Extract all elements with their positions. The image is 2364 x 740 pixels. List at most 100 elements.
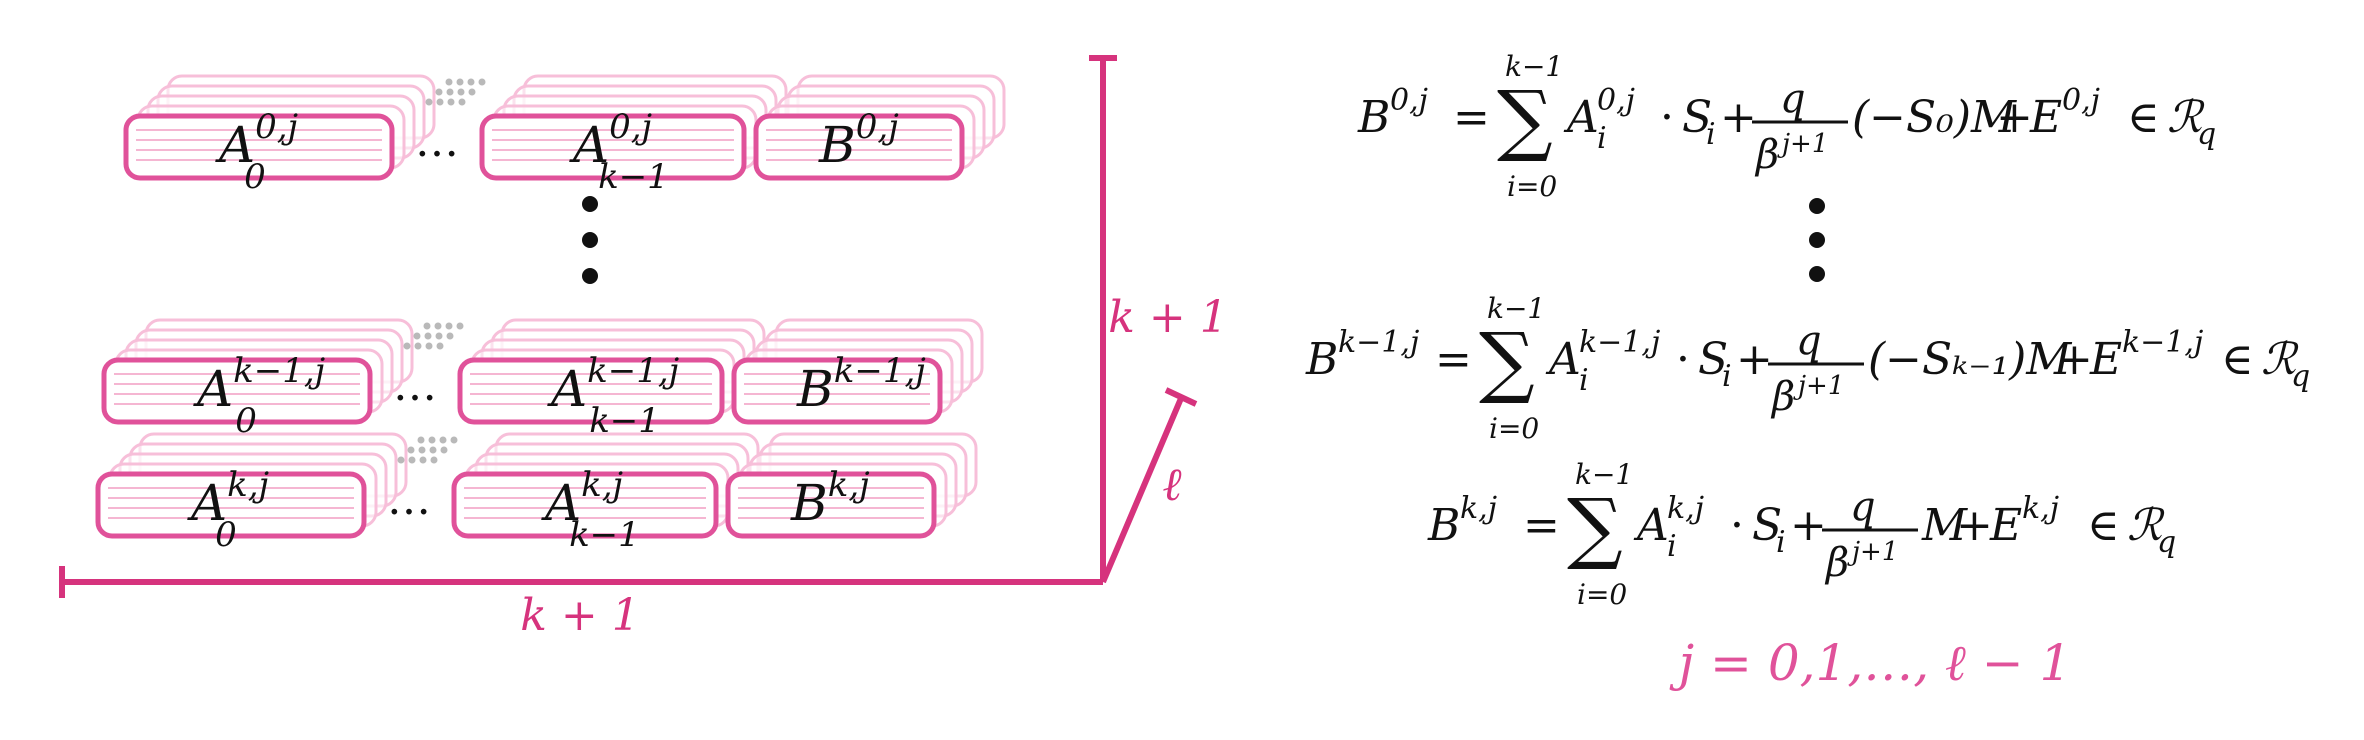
eq-plus: + (1790, 500, 1827, 551)
eq-a-sub: i (1579, 363, 1589, 398)
cell-box (95, 471, 367, 539)
eq-mid-term: (−Sₖ₋₁)M (1868, 334, 2072, 385)
eq-ellipsis-dot (1809, 232, 1825, 248)
connector-dot (417, 436, 425, 444)
eq-lhs-sup: k,j (1460, 491, 1497, 526)
eq-frac-den-sup: j+1 (1777, 129, 1828, 159)
eq-e-base: E (2089, 334, 2122, 385)
eq-sum-upper: k−1 (1487, 292, 1545, 325)
eq-ellipsis-dot (1809, 198, 1825, 214)
eq-e-sup: k−1,j (2122, 325, 2203, 360)
connector-dot (468, 88, 476, 96)
connector-dot (430, 456, 438, 464)
eq-lhs-base: B (1427, 500, 1460, 551)
connector-dot (435, 88, 443, 96)
eq-sum-upper: k−1 (1575, 458, 1633, 491)
eq-in: ∈ (2221, 334, 2254, 385)
eq-mid-term: M (1921, 500, 1968, 551)
eq-lhs-base: B (1305, 334, 1338, 385)
j-range-label: j = 0,1,…, ℓ − 1 (1669, 634, 2072, 692)
eq-s-sub: i (1706, 117, 1716, 152)
h-ellipsis: … (393, 360, 437, 411)
connector-dot (439, 436, 447, 444)
eq-a-sub: i (1667, 529, 1677, 564)
grid-vertical-ellipsis (582, 196, 598, 284)
eq-a-base: A (1563, 92, 1599, 143)
eq-frac-den-sup: j+1 (1847, 537, 1898, 567)
connector-dot (424, 332, 432, 340)
eq-frac-den-sup: j+1 (1793, 371, 1844, 401)
eq-ellipsis-dot (1809, 266, 1825, 282)
eq-s-sub: i (1776, 525, 1786, 560)
depth-axis-line (1100, 394, 1185, 584)
eq-plus-2: + (1956, 500, 1993, 551)
eq-plus-2: + (1996, 92, 2033, 143)
connector-dot (447, 98, 455, 106)
cell-box (101, 357, 373, 425)
dotted-connector (403, 322, 464, 350)
cell-label: Bk−1,j (796, 351, 926, 418)
connector-dot (436, 342, 444, 350)
dotted-connector (425, 78, 486, 106)
connector-dot (407, 446, 415, 454)
eq-equals: = (1453, 92, 1490, 143)
connector-dot (418, 446, 426, 454)
eq-ring-sub: q (2157, 525, 2176, 560)
eq-dot: · (1676, 334, 1690, 385)
eq-lhs-sup: 0,j (1390, 83, 1428, 118)
eq-e-base: E (1989, 500, 2022, 551)
eq-e-sup: 0,j (2062, 83, 2100, 118)
eq-equals: = (1523, 500, 1560, 551)
connector-dot (456, 322, 464, 330)
cell-label: Bk,j (790, 465, 870, 532)
eq-sum-lower: i=0 (1577, 578, 1627, 611)
eq-a-sub: i (1597, 121, 1607, 156)
eq-sum-symbol: ∑ (1497, 75, 1553, 165)
cell-box (731, 357, 943, 425)
eq-a-sup: 0,j (1597, 83, 1635, 118)
eq-equals: = (1435, 334, 1472, 385)
eq-plus: + (1736, 334, 1773, 385)
cell-b-stack: Bk−1,j (731, 318, 984, 425)
connector-dot (456, 78, 464, 86)
connector-dot (414, 342, 422, 350)
cell-label: B0,j (818, 107, 899, 174)
eq-plus-2: + (2056, 334, 2093, 385)
eq-frac-num: q (1780, 76, 1806, 122)
depth-axis-cap (1164, 387, 1198, 407)
eq-dot: · (1730, 500, 1744, 551)
v-ellipsis-dot (582, 268, 598, 284)
eq-a-base: A (1545, 334, 1581, 385)
cell-box (753, 113, 965, 181)
connector-dot (397, 456, 405, 464)
cell-box (725, 471, 937, 539)
connector-dot (457, 88, 465, 96)
v-ellipsis-dot (582, 196, 598, 212)
cell-box (123, 113, 395, 181)
connector-dot (423, 322, 431, 330)
cell-b-stack: B0,j (753, 74, 1006, 181)
v-ellipsis-dot (582, 232, 598, 248)
connector-dot (446, 332, 454, 340)
h-ellipsis: … (387, 474, 431, 525)
eq-s-sub: i (1722, 359, 1732, 394)
bottom-axis-label: k + 1 (520, 590, 640, 641)
eq-frac-num: q (1850, 484, 1876, 530)
eq-lhs-sup: k−1,j (1338, 325, 1419, 360)
connector-dot (419, 456, 427, 464)
eq-plus: + (1720, 92, 1757, 143)
eq-in: ∈ (2127, 92, 2160, 143)
eq-frac-num: q (1796, 318, 1822, 364)
eq-e-base: E (2029, 92, 2062, 143)
cell-box (451, 471, 719, 539)
